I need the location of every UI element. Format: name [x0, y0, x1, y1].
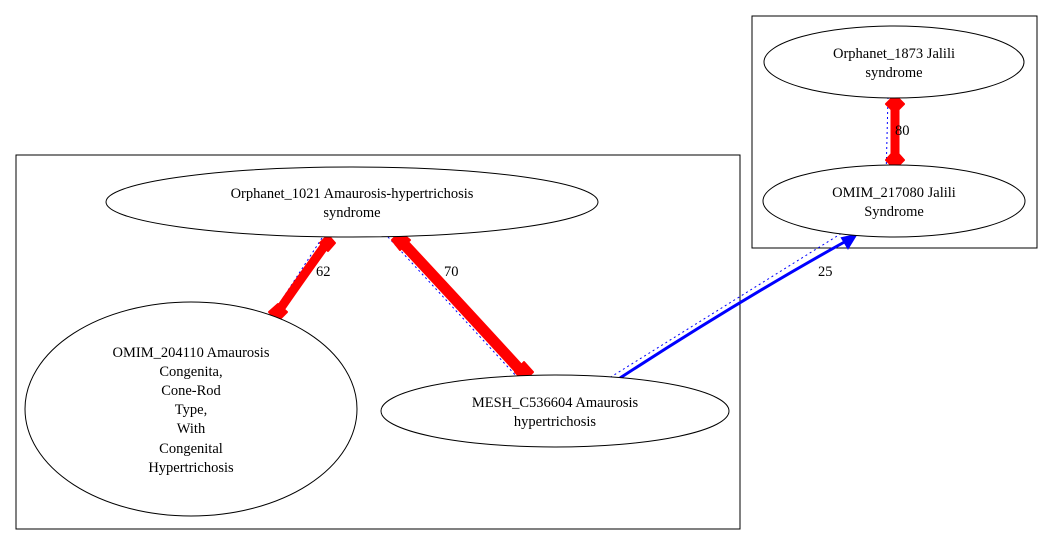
node-label-line: Congenital: [159, 441, 223, 457]
edge-c536604-217080: [619, 238, 849, 380]
dotted-edge-1873-217080: [885, 96, 889, 179]
node-label-line: OMIM_217080 Jalili: [832, 185, 956, 201]
node-label-line: syndrome: [865, 65, 922, 81]
dotted-edge-1021-204110: [269, 237, 323, 319]
edge-label-80: 80: [895, 123, 910, 139]
diamond-marker: [319, 234, 336, 252]
edge-end-markers: [268, 94, 905, 382]
node-label-line: Cone-Rod: [161, 383, 221, 399]
arrowhead-icon: [840, 233, 859, 250]
dotted-edges: [269, 96, 889, 381]
cluster-left: [15, 154, 741, 530]
node-label-line: hypertrichosis: [514, 414, 597, 430]
cluster-right: [751, 15, 1038, 249]
node-label-line: OMIM_204110 Amaurosis: [113, 345, 270, 361]
edge-1021-204110: [273, 239, 331, 317]
dotted-edge-c536604-217080: [605, 232, 843, 381]
strong-edges: [273, 99, 900, 378]
edge-label-70: 70: [444, 264, 459, 280]
node-label-line: Syndrome: [864, 204, 924, 220]
node-label-line: Congenita,: [159, 364, 222, 380]
edge-label-62: 62: [316, 264, 331, 280]
node-label-line: With: [177, 421, 206, 437]
dotted-edge-1021-c536604: [387, 236, 519, 379]
edge-1021-c536604: [396, 236, 528, 378]
node-label-line: syndrome: [323, 205, 380, 221]
node-label-line: Type,: [175, 402, 207, 418]
node-mesh-c536604[interactable]: MESH_C536604 Amaurosis hypertrichosis: [380, 374, 730, 448]
node-orphanet-1873[interactable]: Orphanet_1873 Jalili syndrome: [763, 25, 1025, 99]
node-omim-204110[interactable]: OMIM_204110 Amaurosis Congenita, Cone-Ro…: [24, 301, 358, 517]
node-label-line: Orphanet_1021 Amaurosis-hypertrichosis: [231, 186, 474, 202]
edge-label-25: 25: [818, 264, 833, 280]
node-label-line: MESH_C536604 Amaurosis: [472, 395, 639, 411]
node-omim-217080[interactable]: OMIM_217080 Jalili Syndrome: [762, 164, 1026, 238]
node-label-line: Orphanet_1873 Jalili: [833, 46, 955, 62]
diamond-marker: [885, 94, 905, 114]
node-label-line: Hypertrichosis: [148, 460, 234, 476]
node-orphanet-1021[interactable]: Orphanet_1021 Amaurosis-hypertrichosis s…: [105, 166, 599, 238]
